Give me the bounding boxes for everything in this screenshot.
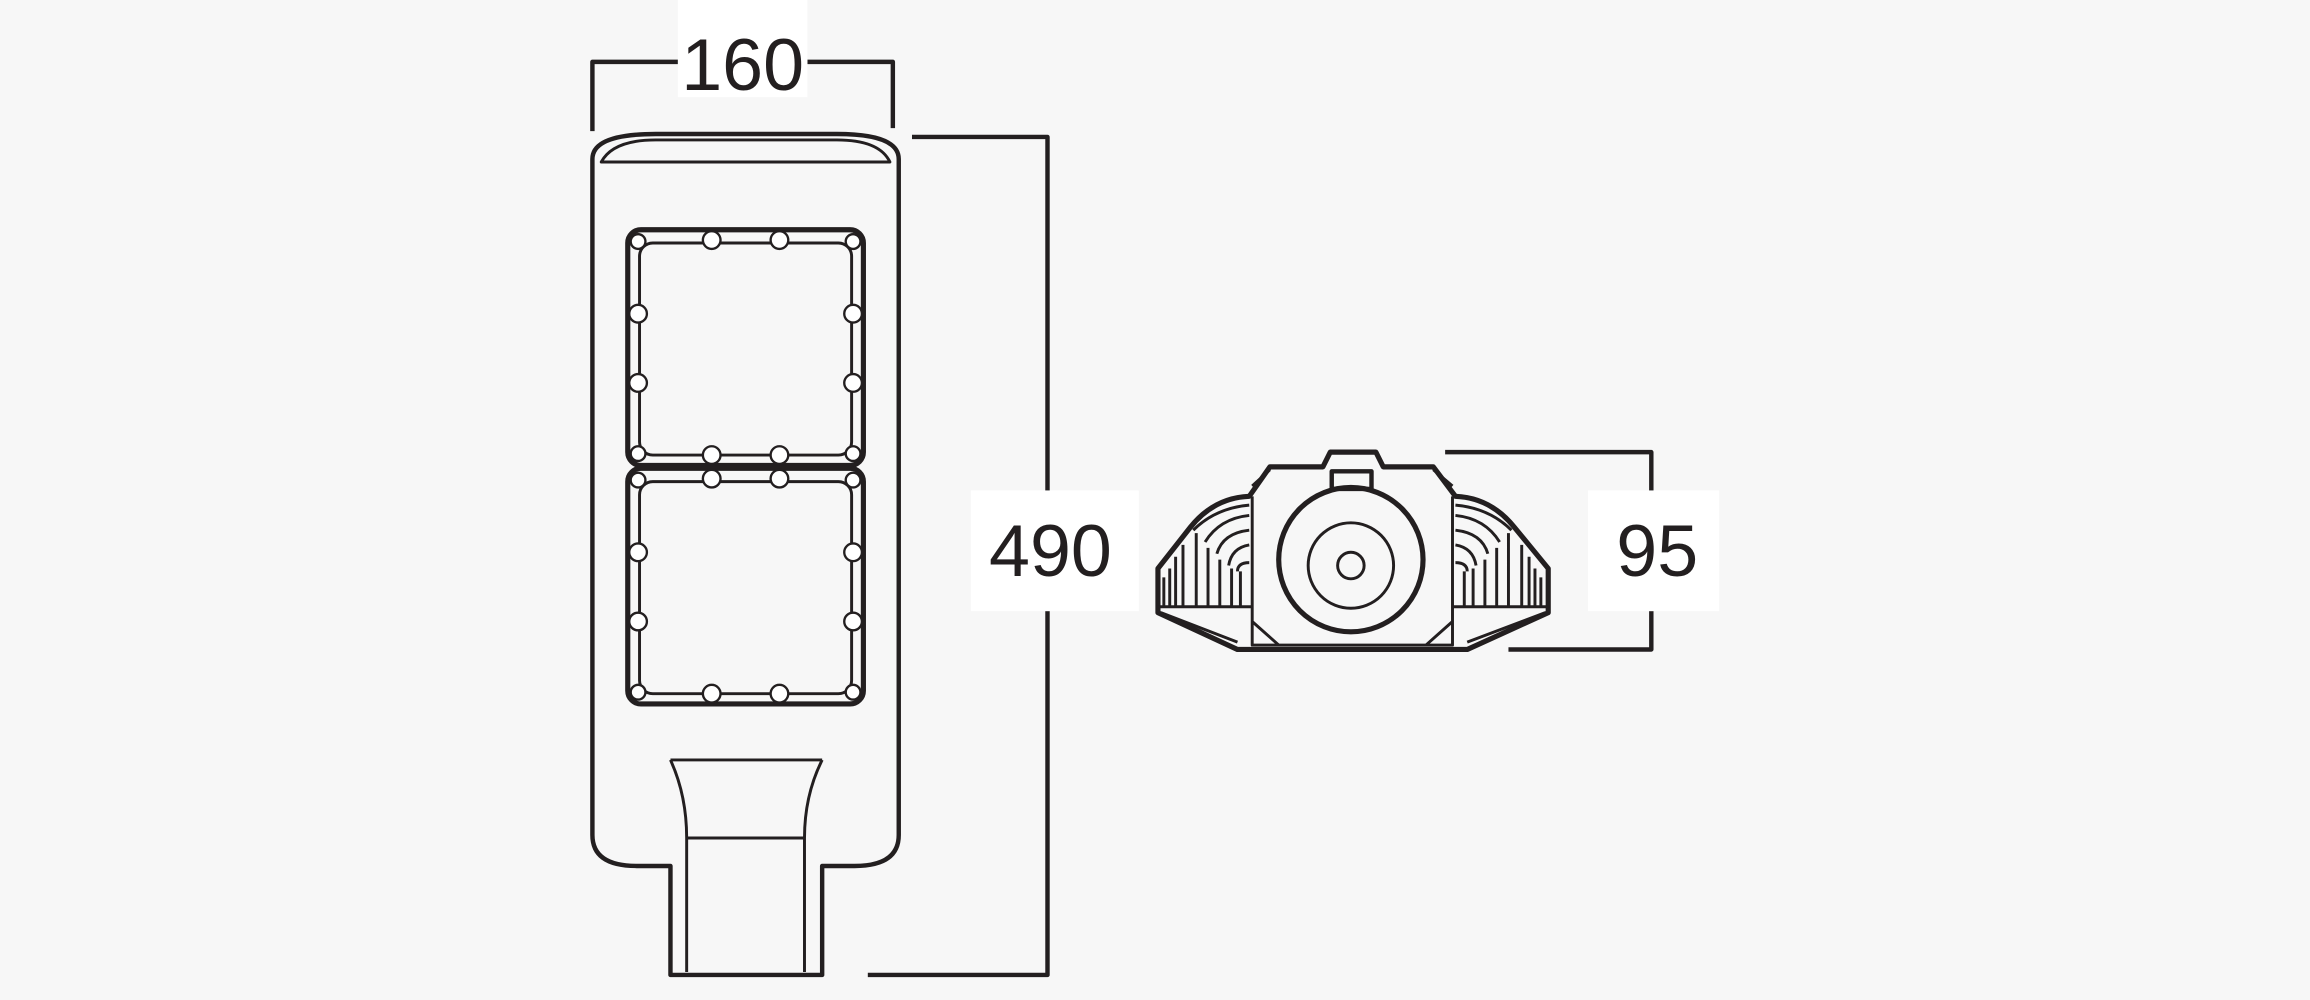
dimension-width: 160 [590, 0, 896, 132]
heat-sink-fins [1162, 503, 1543, 607]
screw [843, 611, 864, 632]
screw [629, 683, 647, 701]
screw [701, 230, 722, 251]
screw [629, 471, 647, 489]
screw [701, 468, 722, 489]
screw [769, 230, 790, 251]
screw [628, 303, 649, 324]
module-screws [628, 230, 864, 704]
mounting-neck [669, 758, 824, 973]
dimension-length: 490 [867, 134, 1139, 978]
screw [628, 611, 649, 632]
dimension-width-label: 160 [681, 23, 804, 106]
screw [629, 445, 647, 463]
side-view [1155, 449, 1551, 653]
screw [844, 232, 862, 251]
screw [769, 468, 790, 489]
screw [844, 683, 862, 701]
dimension-height: 95 [1445, 449, 1720, 652]
screw [843, 372, 864, 393]
screw [843, 542, 864, 563]
led-module-2 [625, 465, 866, 707]
screw [769, 683, 790, 704]
side-outline [1155, 449, 1551, 653]
led-module-1 [625, 227, 866, 468]
dimension-length-label: 490 [989, 509, 1112, 592]
screw [628, 372, 649, 393]
screw [629, 232, 647, 251]
pole-socket [1276, 484, 1426, 635]
screw [843, 303, 864, 324]
screw [769, 445, 790, 466]
screw [701, 445, 722, 466]
screw [844, 445, 862, 463]
screw [701, 683, 722, 704]
dimension-height-label: 95 [1616, 509, 1698, 592]
top-view [590, 131, 901, 978]
housing-outline [590, 131, 901, 978]
screw [844, 471, 862, 489]
screw [628, 542, 649, 563]
housing-top-lip [599, 138, 892, 164]
fin-lines [1162, 503, 1543, 607]
